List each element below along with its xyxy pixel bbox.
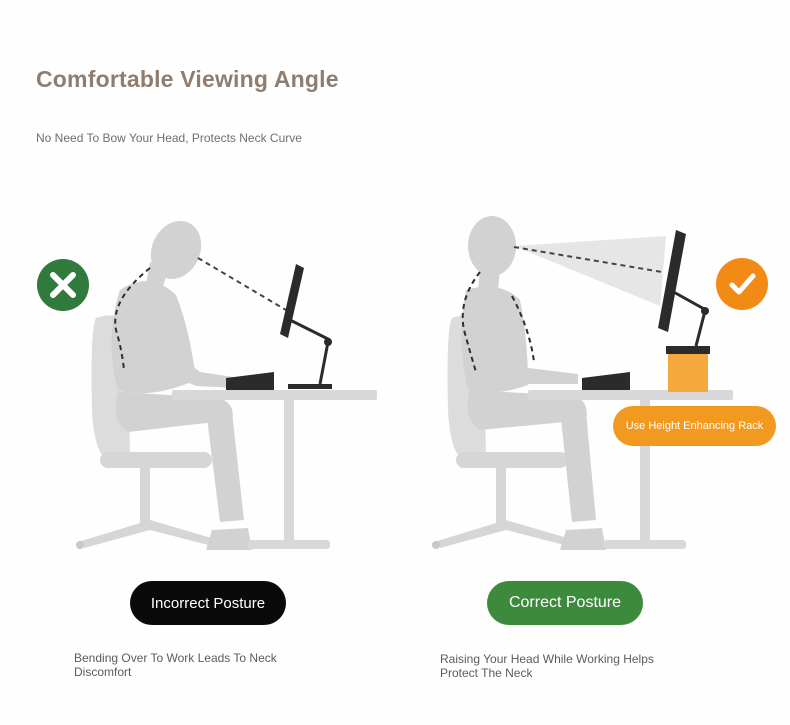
- desk-left: [172, 390, 377, 549]
- keyboard-right: [582, 372, 630, 390]
- height-rack: [666, 346, 710, 392]
- page-title: Comfortable Viewing Angle: [36, 66, 339, 92]
- monitor-right: [658, 230, 709, 347]
- keyboard-left: [226, 372, 274, 390]
- x-mark-icon: [50, 272, 76, 298]
- page-subtitle: No Need To Bow Your Head, Protects Neck …: [36, 131, 302, 145]
- desk-right: [528, 390, 733, 549]
- incorrect-posture-label: Incorrect Posture: [130, 581, 286, 625]
- incorrect-posture-figure: [76, 220, 252, 550]
- spine-curve-line-right: [461, 271, 481, 373]
- incorrect-posture-caption: Bending Over To Work Leads To Neck Disco…: [74, 651, 277, 679]
- front-posture-line-right: [511, 295, 535, 363]
- viewing-cone: [514, 236, 666, 306]
- rack-callout-label: Use Height Enhancing Rack: [613, 406, 776, 446]
- spine-curve-line-left: [114, 267, 151, 371]
- correct-posture-label: Correct Posture: [487, 581, 643, 625]
- correct-check-icon: [716, 258, 768, 310]
- incorrect-x-icon: [37, 259, 89, 311]
- sight-line-left: [197, 257, 287, 311]
- sight-line-right: [513, 246, 663, 273]
- checkmark-icon: [729, 273, 756, 295]
- correct-posture-caption: Raising Your Head While Working Helps Pr…: [440, 652, 654, 680]
- monitor-left: [280, 264, 332, 389]
